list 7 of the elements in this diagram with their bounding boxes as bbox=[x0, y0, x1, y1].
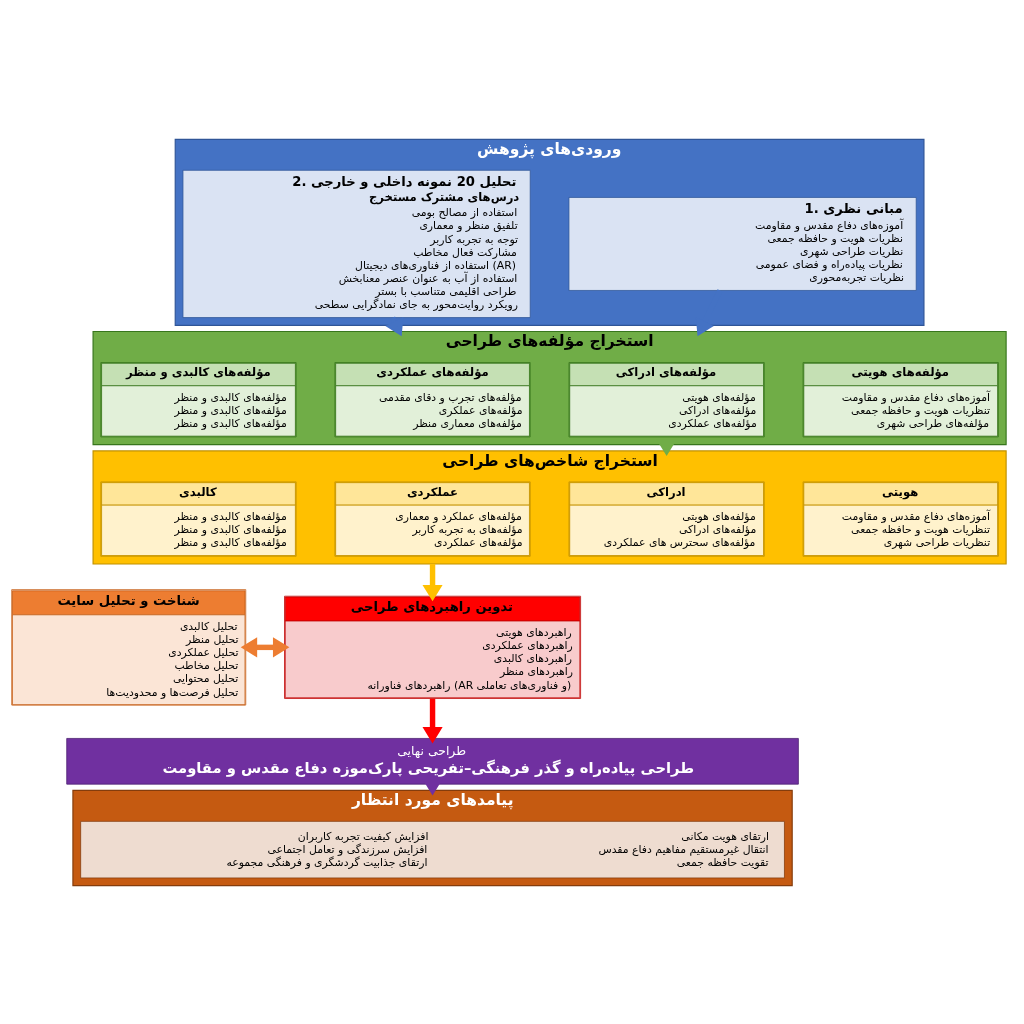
node-box: 2. تحلیل 20 نمونه داخلی و خارجی درس‌های مشترک مستخرج استفاده از مصالح بومی تلفیق منظر و معماری توجه به تجربه کاربر مشارکت فعال مخاطب استفاده از فناوری‌های دیجیتال (AR) استفاده از آب به عنوان عنصر معنابخش طراحی اقلیمی متناسب با بستر رویکرد روایت‌محور به جای نمادگرایی سطحی bbox=[182, 169, 531, 318]
arrow bbox=[695, 288, 723, 336]
arrow bbox=[422, 563, 443, 601]
arrow bbox=[240, 636, 290, 657]
arrow bbox=[422, 698, 443, 743]
node-box: 1. مبانی نظری آموزه‌های دفاع مقدس و مقاومت نظریات هویت و حافظه جمعی نظریات طراحی شهری نظریات پیاده‌راه و فضای عمومی نظریات تجربه‌محوری bbox=[568, 196, 917, 291]
node-box: افزایش کیفیت تجربه کاربران افزایش سرزندگی و تعامل اجتماعی ارتقای جذابیت گردشگری و فرهنگی مجموعه ارتقای هویت مکانی انتقال غیرمستقیم مفاهیم دفاع مقدس تقویت حافظه جمعی bbox=[80, 820, 785, 878]
